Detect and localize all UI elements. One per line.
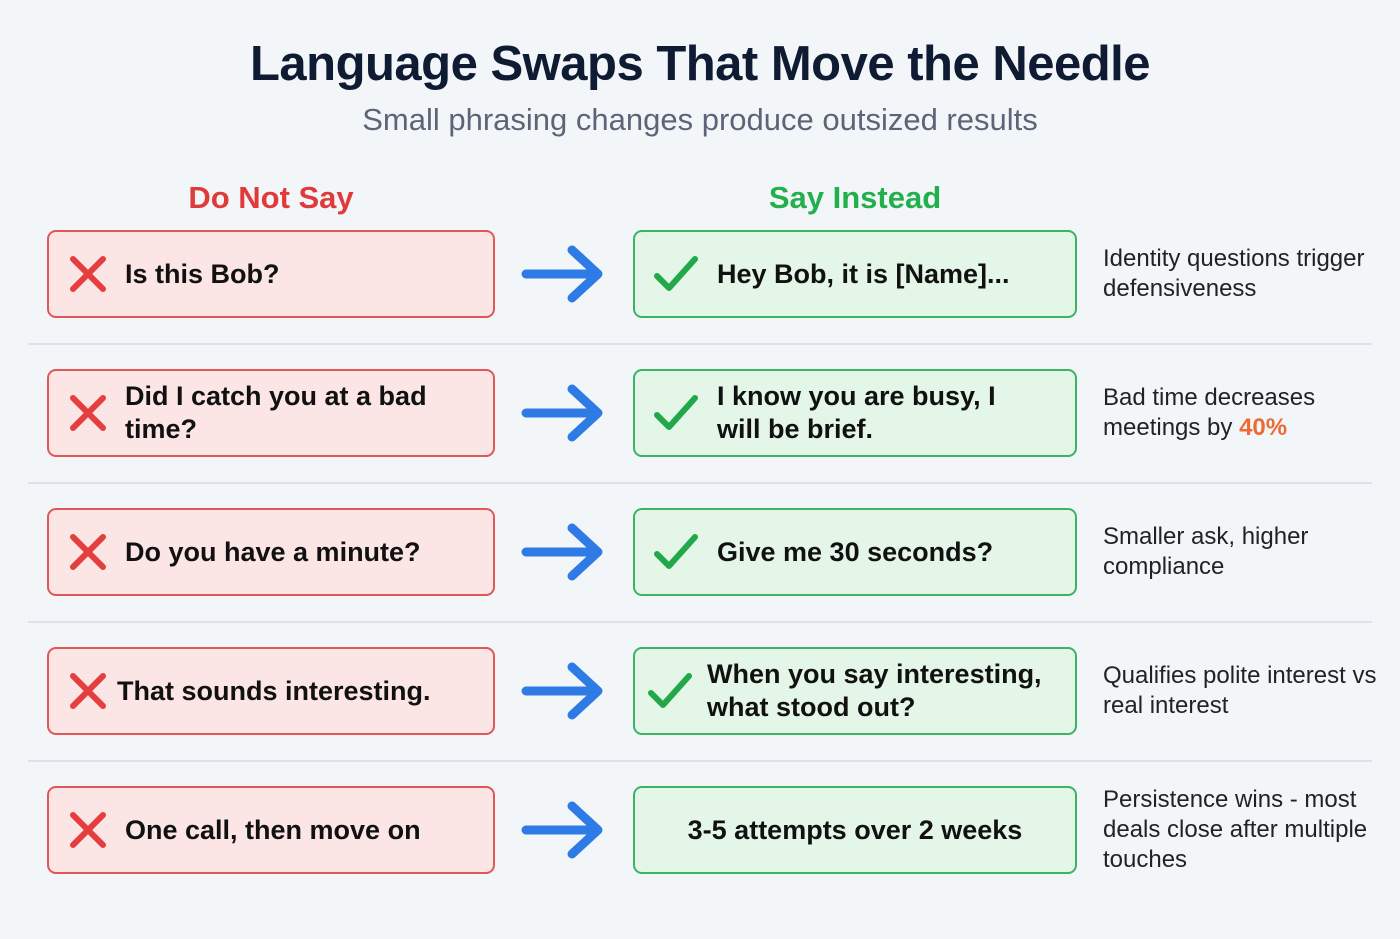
rationale-note: Identity questions trigger defensiveness — [1103, 230, 1383, 318]
x-icon — [65, 529, 111, 575]
arrow-right-icon — [521, 801, 603, 859]
do-not-say-box: Did I catch you at a bad time? — [47, 369, 495, 457]
say-instead-box: I know you are busy, I will be brief. — [633, 369, 1077, 457]
note-text: Persistence wins - most deals close afte… — [1103, 786, 1368, 873]
say-instead-box: Hey Bob, it is [Name]... — [633, 230, 1077, 318]
say-instead-box: When you say interesting, what stood out… — [633, 647, 1077, 735]
arrow-right-icon — [521, 245, 603, 303]
do-not-say-heading: Do Not Say — [188, 180, 354, 215]
page-subtitle: Small phrasing changes produce outsized … — [362, 102, 1038, 137]
do-not-say-box: One call, then move on — [47, 786, 495, 874]
rationale-note: Qualifies polite interest vs real intere… — [1103, 647, 1383, 735]
page-title: Language Swaps That Move the Needle — [249, 37, 1151, 91]
swap-row: Is this Bob? Hey Bob, it is [Name]... Id… — [0, 230, 1400, 369]
do-not-say-text: One call, then move on — [125, 814, 421, 845]
note-text: Bad time decreases meetings by — [1103, 384, 1316, 441]
note-text: Qualifies polite interest vs real intere… — [1103, 662, 1377, 719]
x-icon — [65, 251, 111, 297]
say-instead-text: I know you are busy, I will be brief. — [717, 381, 996, 444]
row-divider — [28, 760, 1372, 762]
rationale-note: Persistence wins - most deals close afte… — [1103, 786, 1383, 874]
swap-row: Do you have a minute? Give me 30 seconds… — [0, 508, 1400, 647]
say-instead-text: When you say interesting, what stood out… — [707, 659, 1042, 722]
check-icon — [647, 668, 693, 714]
note-text: Identity questions trigger defensiveness — [1103, 245, 1365, 302]
say-instead-box: 3-5 attempts over 2 weeks — [633, 786, 1077, 874]
swap-row: That sounds interesting. When you say in… — [0, 647, 1400, 786]
check-icon — [653, 251, 699, 297]
rationale-note: Bad time decreases meetings by 40% — [1103, 369, 1383, 457]
say-instead-text: Hey Bob, it is [Name]... — [717, 258, 1010, 289]
x-icon — [65, 390, 111, 436]
say-instead-text: Give me 30 seconds? — [717, 536, 994, 567]
say-instead-text: 3-5 attempts over 2 weeks — [687, 814, 1023, 845]
check-icon — [653, 529, 699, 575]
do-not-say-text: Is this Bob? — [125, 258, 280, 289]
do-not-say-text: Did I catch you at a bad time? — [125, 381, 427, 444]
do-not-say-text: Do you have a minute? — [125, 536, 421, 567]
arrow-right-icon — [521, 384, 603, 442]
note-highlight: 40% — [1239, 414, 1288, 441]
swap-row: Did I catch you at a bad time? I know yo… — [0, 369, 1400, 508]
row-divider — [28, 621, 1372, 623]
arrow-right-icon — [521, 662, 603, 720]
do-not-say-box: That sounds interesting. — [47, 647, 495, 735]
say-instead-heading: Say Instead — [768, 180, 942, 215]
do-not-say-box: Is this Bob? — [47, 230, 495, 318]
do-not-say-text: That sounds interesting. — [117, 675, 431, 706]
note-text: Smaller ask, higher compliance — [1103, 523, 1309, 580]
say-instead-box: Give me 30 seconds? — [633, 508, 1077, 596]
swap-row: One call, then move on 3-5 attempts over… — [0, 786, 1400, 925]
arrow-right-icon — [521, 523, 603, 581]
x-icon — [65, 807, 111, 853]
x-icon — [65, 668, 111, 714]
row-divider — [28, 343, 1372, 345]
check-icon — [653, 390, 699, 436]
row-divider — [28, 482, 1372, 484]
do-not-say-box: Do you have a minute? — [47, 508, 495, 596]
rationale-note: Smaller ask, higher compliance — [1103, 508, 1383, 596]
